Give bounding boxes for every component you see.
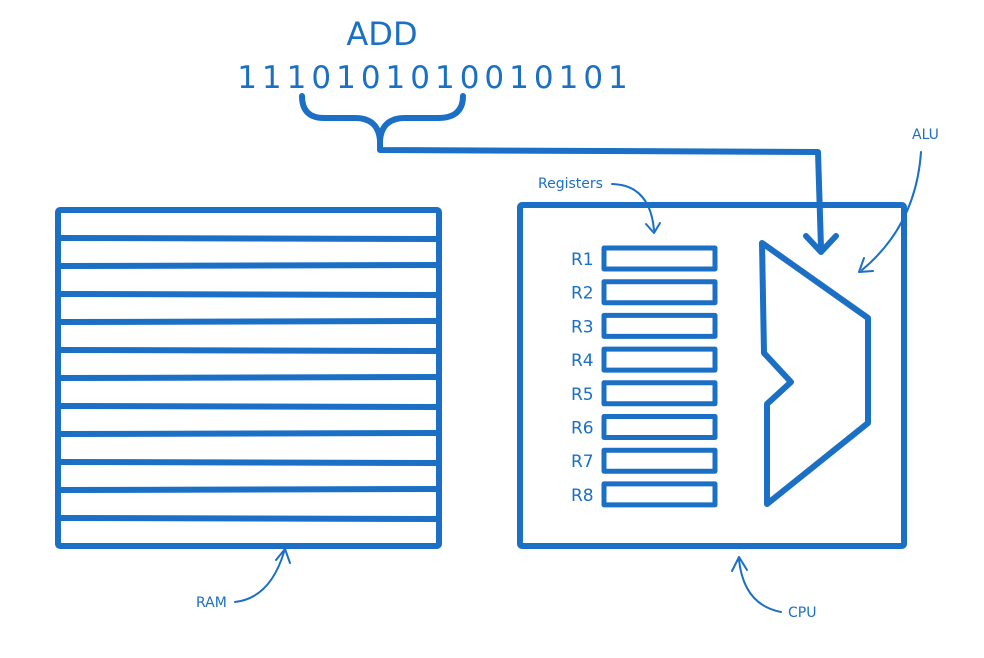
register-label: R6 [571, 419, 594, 439]
cpu-label: CPU [788, 605, 816, 621]
ram-row-divider [55, 235, 442, 242]
instruction-bits: 1110101010010101 [237, 60, 633, 96]
ram-row-divider [55, 403, 442, 410]
register-label: R3 [571, 317, 594, 337]
ram-rows [55, 235, 442, 522]
brace-to-alu-connector [377, 137, 824, 251]
register-slot [601, 346, 718, 373]
ram-row-divider [55, 486, 442, 493]
cpu-pointer-head [731, 556, 748, 572]
alu-pointer-head [858, 257, 874, 273]
cpu-block [517, 202, 907, 549]
register-slot [601, 312, 718, 339]
register-slot [601, 414, 718, 440]
ram-row-divider [55, 262, 442, 269]
alu-shape [759, 240, 871, 507]
register-slot [601, 481, 718, 508]
ram-label: RAM [196, 595, 227, 611]
ram-row-divider [55, 291, 442, 298]
register-label: R4 [571, 351, 594, 371]
registers-pointer-head [645, 222, 661, 234]
alu-pointer [861, 151, 922, 271]
alu-label: ALU [912, 127, 939, 143]
register-label: R1 [571, 250, 594, 270]
register-slot [601, 380, 718, 407]
alu-input-arrowhead [803, 233, 839, 255]
register-label: R5 [571, 385, 594, 405]
register-slot [601, 279, 718, 306]
register-label: R2 [571, 284, 594, 304]
registers-label: Registers [538, 176, 603, 192]
ram-row-divider [55, 347, 442, 354]
ram-row-divider [55, 318, 442, 325]
register-slot [601, 447, 718, 474]
cpu-pointer [738, 559, 782, 613]
register-slot [601, 245, 718, 272]
registers-pointer [611, 183, 655, 231]
ram-pointer-head [275, 548, 291, 564]
opcode-brace [299, 93, 466, 143]
ram-row-divider [55, 459, 442, 466]
ram-row-divider [55, 430, 442, 437]
ram-row-divider [55, 515, 442, 522]
register-label: R8 [571, 486, 594, 506]
ram-pointer [234, 551, 285, 603]
ram-row-divider [55, 374, 442, 381]
register-label: R7 [571, 452, 594, 472]
opcode-label: ADD [346, 15, 417, 53]
